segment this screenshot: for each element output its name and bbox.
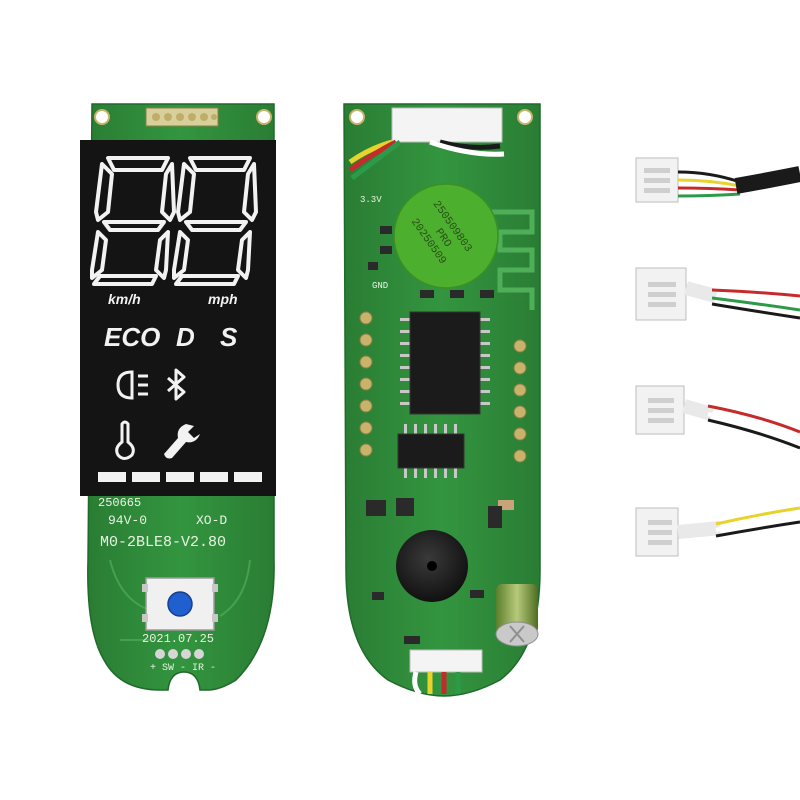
back-pcb-board: 250509803 PRO 20250509 3.3V GND <box>343 103 541 697</box>
silk-pins: + SW - IR - <box>150 663 216 674</box>
silk-3v3: 3.3V <box>360 195 382 205</box>
bottom-pads <box>155 649 204 659</box>
power-button[interactable] <box>142 577 218 631</box>
microcontroller-chip <box>400 311 490 415</box>
cable-assembly-3 <box>635 385 800 450</box>
thermometer-icon <box>115 420 135 460</box>
mounting-hole <box>256 109 272 125</box>
silk-batch: XO-D <box>196 513 227 528</box>
silk-rating: 94V-0 <box>108 513 147 528</box>
mode-d-label: D <box>176 322 195 352</box>
cable-assembly-1 <box>635 157 800 203</box>
unit-mph-label: mph <box>208 291 238 307</box>
silk-code: 250665 <box>98 496 141 510</box>
unit-kmh-label: km/h <box>108 291 141 307</box>
mounting-hole <box>517 109 533 125</box>
left-pin-header <box>359 311 373 457</box>
antenna-trace <box>492 209 535 310</box>
front-pcb-board: 88 km/h mph ECO D S <box>80 103 276 691</box>
electrolytic-capacitor <box>495 584 539 647</box>
buzzer <box>396 530 468 602</box>
smd-components <box>366 226 514 644</box>
top-header-pins <box>145 107 219 127</box>
silk-model: M0-2BLE8-V2.80 <box>100 534 226 551</box>
top-connector <box>348 107 505 180</box>
driver-chip <box>397 424 465 478</box>
battery-bars <box>98 472 262 482</box>
mounting-hole <box>349 109 365 125</box>
cable-assembly-4 <box>635 506 800 557</box>
bluetooth-icon <box>167 368 186 401</box>
silk-gnd: GND <box>372 281 388 291</box>
wrench-icon <box>164 424 200 459</box>
bottom-connector <box>409 649 483 696</box>
speed-digits <box>90 156 258 286</box>
power-button-cap[interactable] <box>167 591 193 617</box>
mode-eco-label: ECO <box>104 322 160 352</box>
mounting-hole <box>94 109 110 125</box>
cable-assembly-2 <box>635 267 800 321</box>
mode-s-label: S <box>220 322 238 352</box>
pcb-traces <box>109 559 251 641</box>
right-pin-header <box>513 339 527 463</box>
headlight-icon <box>116 370 148 400</box>
serial-label: 250509803 PRO 20250509 <box>393 183 499 289</box>
silk-date: 2021.07.25 <box>142 632 214 646</box>
